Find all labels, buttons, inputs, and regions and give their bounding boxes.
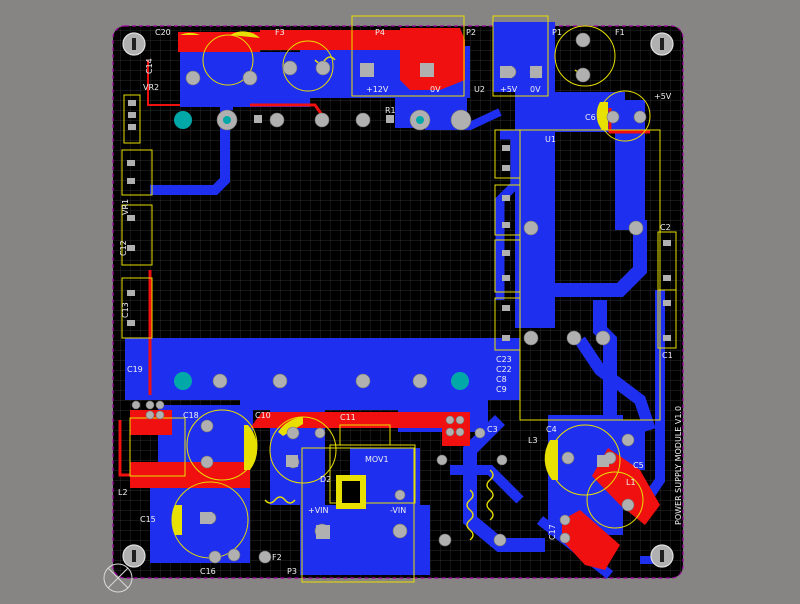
smd-pads [127, 63, 671, 539]
label-mov1: MOV1 [365, 455, 389, 464]
label-u2: U2 [474, 85, 485, 94]
label-vr1: VR1 [121, 199, 130, 215]
board-title: POWER SUPPLY MODULE V1.0 [674, 406, 683, 525]
label-p1: P1 [552, 28, 562, 37]
silkscreen-layer [121, 15, 677, 583]
label-c23: C23 [496, 355, 512, 364]
label-c10: C10 [255, 411, 271, 420]
label-c6: C6 [585, 113, 596, 122]
label-c17: C17 [548, 524, 557, 540]
label-c5: C5 [633, 461, 644, 470]
label-c19: C19 [127, 365, 143, 374]
label-l2: L2 [118, 488, 128, 497]
label-c13: C13 [121, 302, 130, 318]
net-label-vin-p: +VIN [308, 506, 329, 515]
net-label-vin-n: -VIN [390, 506, 406, 515]
label-r1: R1 [385, 106, 396, 115]
label-f2: F2 [272, 553, 282, 562]
label-u1: U1 [545, 135, 556, 144]
label-l1: L1 [626, 478, 636, 487]
label-f3: F3 [275, 28, 285, 37]
label-c18: C18 [183, 411, 199, 420]
label-c22: C22 [496, 365, 512, 374]
label-c15: C15 [140, 515, 156, 524]
top-copper-layer [118, 28, 660, 570]
label-f1: F1 [615, 28, 625, 37]
label-c9: C9 [496, 385, 507, 394]
crosshair-origin-icon [103, 563, 133, 593]
label-c20: C20 [155, 28, 171, 37]
component-labels: C20 F3 P4 P2 P1 F1 C6 U2 U1 C2 C1 C23 C2… [118, 28, 673, 576]
label-c3: C3 [487, 425, 498, 434]
net-label-gnd-a: 0V [430, 85, 441, 94]
label-l3: L3 [528, 436, 538, 445]
label-p4: P4 [375, 28, 385, 37]
mounting-hole-mark [132, 38, 664, 562]
label-p2: P2 [466, 28, 476, 37]
net-label-gnd-b: 0V [530, 85, 541, 94]
label-vr2: VR2 [143, 83, 159, 92]
label-c12: C12 [119, 240, 128, 256]
label-c2: C2 [660, 223, 671, 232]
label-c11: C11 [340, 413, 356, 422]
capacitor-polarity-marks [171, 31, 608, 535]
label-c16: C16 [200, 567, 216, 576]
label-p3: P3 [287, 567, 297, 576]
net-label-p5v: +5V [500, 85, 518, 94]
net-label-p12v: +12V [366, 85, 389, 94]
label-c4: C4 [546, 425, 557, 434]
label-c14: C14 [145, 58, 154, 74]
label-d2: D2 [320, 475, 331, 484]
net-label-p5v-b: +5V [654, 92, 672, 101]
label-c8: C8 [496, 375, 507, 384]
vias [174, 111, 469, 390]
label-c1: C1 [662, 351, 673, 360]
net-labels: +12V 0V +5V 0V +5V +VIN -VIN [308, 85, 672, 515]
